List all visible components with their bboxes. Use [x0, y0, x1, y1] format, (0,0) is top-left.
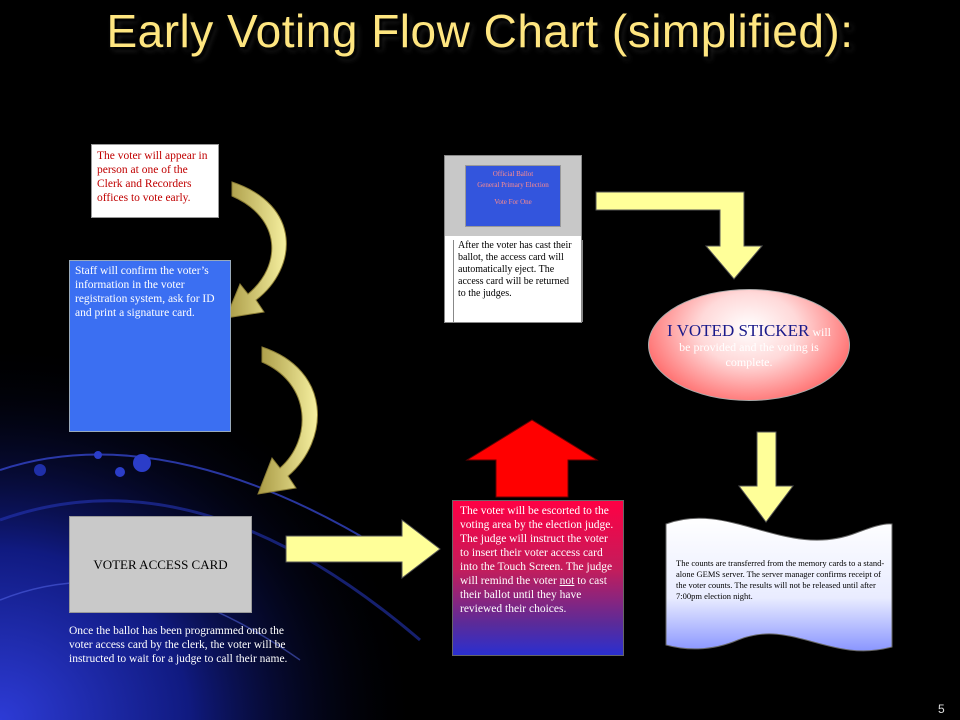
touchscreen-caption: After the voter has cast their ballot, t…	[453, 240, 583, 322]
background-dot	[133, 454, 151, 472]
page-title: Early Voting Flow Chart (simplified):	[106, 5, 854, 57]
ballot-title: Official Ballot	[492, 170, 534, 178]
ballot-election: General Primary Election	[477, 181, 549, 189]
right-arrow-icon	[285, 518, 441, 580]
touchscreen-machine: Official Ballot General Primary Election…	[444, 155, 583, 323]
i-voted-sticker-ellipse: I VOTED STICKER will be provided and the…	[648, 289, 850, 401]
curved-arrow-icon	[225, 181, 287, 319]
step-escort-to-voting-area: The voter will be escorted to the voting…	[452, 500, 624, 656]
background-dot	[115, 467, 125, 477]
page-number: 5	[938, 702, 945, 716]
document-text: The counts are transferred from the memo…	[676, 558, 885, 601]
down-arrow-icon	[738, 431, 794, 523]
voter-access-card-label: VOTER ACCESS CARD	[93, 556, 228, 572]
sticker-title: I VOTED STICKER	[667, 320, 810, 340]
curved-arrow-icon	[257, 346, 318, 495]
voter-access-card: VOTER ACCESS CARD	[69, 516, 252, 613]
background-dot	[94, 451, 102, 459]
escort-text-part1: The voter will be escorted to the voting…	[460, 505, 614, 587]
ballot-instruction: Vote For One	[494, 198, 532, 206]
touchscreen-display: Official Ballot General Primary Election…	[445, 156, 581, 236]
ballot-screen: Official Ballot General Primary Election…	[465, 165, 561, 227]
background-dot	[34, 464, 46, 476]
step-appear-in-person: The voter will appear in person at one o…	[91, 144, 219, 218]
document-shape	[665, 517, 893, 652]
bent-arrow-icon	[595, 191, 764, 280]
red-up-arrow-icon	[465, 419, 599, 498]
background-swoosh	[0, 453, 401, 561]
sticker-text: I VOTED STICKER will be provided and the…	[664, 321, 834, 370]
sticker-rest: will be provided and the voting is compl…	[679, 324, 831, 369]
step-wait-for-judge: Once the ballot has been programmed onto…	[69, 625, 288, 665]
step-confirm-voter-info: Staff will confirm the voter’s informati…	[69, 260, 231, 432]
escort-text-part2: to cast their ballot until they have rev…	[460, 575, 607, 615]
escort-text-emphasis: not	[559, 575, 575, 587]
